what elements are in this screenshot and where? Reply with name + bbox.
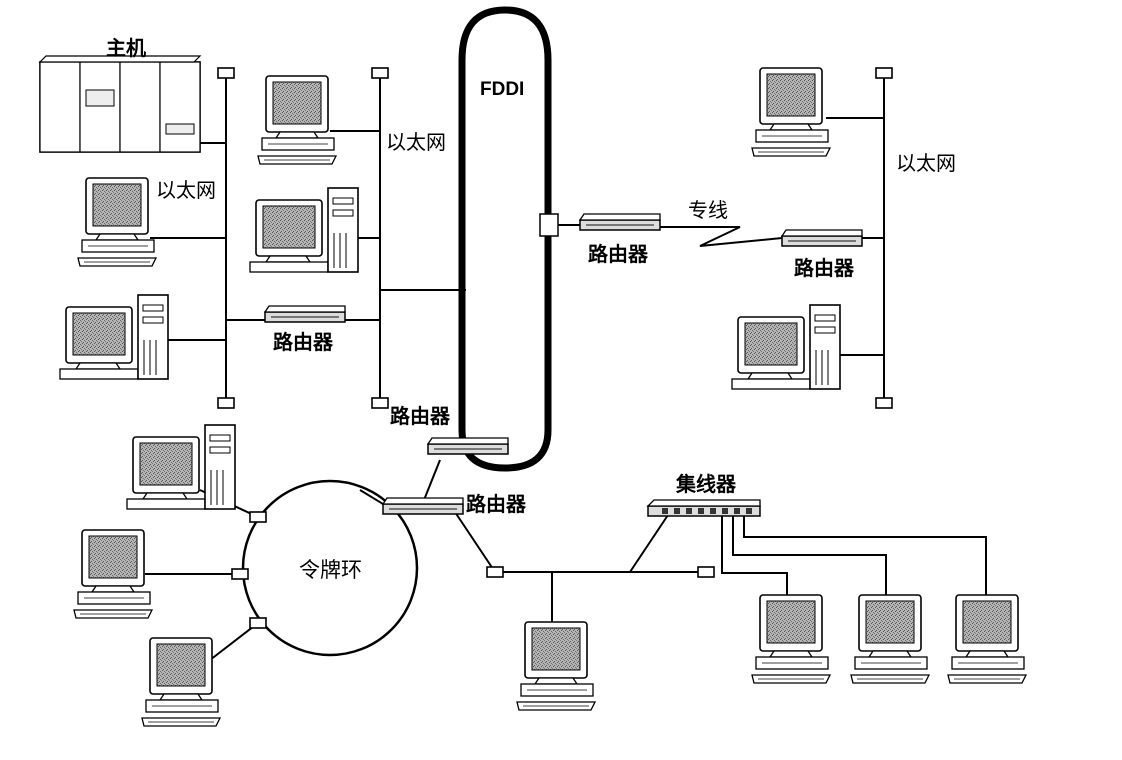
pc-ring-b — [73, 529, 153, 619]
router-remote — [781, 229, 863, 247]
label-router-fddi-bottom: 路由器 — [390, 404, 450, 428]
ws-bus3-b — [731, 304, 841, 390]
dedicated-line — [660, 226, 783, 247]
pc-lan — [516, 621, 596, 711]
label-ethernet-a: 以太网 — [156, 178, 216, 202]
pc-hub-c — [947, 594, 1027, 684]
pc-bus1-a — [77, 177, 157, 267]
router-fddi-right — [579, 213, 661, 231]
ws-bus2-b — [249, 187, 359, 273]
label-hub: 集线器 — [676, 472, 736, 496]
label-router-fddi-right: 路由器 — [588, 242, 648, 266]
router-left — [264, 305, 346, 323]
label-router-left: 路由器 — [273, 330, 333, 354]
label-mainframe: 主机 — [106, 36, 146, 60]
label-router-remote: 路由器 — [794, 256, 854, 280]
ws-ring-a — [126, 424, 236, 510]
router-fddi-bottom — [427, 437, 509, 455]
fddi-ring — [458, 6, 552, 472]
label-token-ring: 令牌环 — [299, 558, 362, 582]
label-ethernet-b: 以太网 — [386, 130, 446, 154]
pc-ring-c — [141, 637, 221, 727]
label-dedicated-line: 专线 — [688, 198, 728, 222]
hub — [646, 499, 761, 517]
ws-bus1-b — [59, 294, 169, 380]
pc-bus2-a — [257, 75, 337, 165]
fddi-connector — [539, 213, 559, 237]
pc-bus3-a — [751, 67, 831, 157]
label-fddi: FDDI — [480, 79, 525, 100]
mainframe — [38, 55, 202, 153]
label-router-ring: 路由器 — [466, 492, 526, 516]
label-ethernet-c: 以太网 — [896, 151, 956, 175]
token-ring — [241, 479, 419, 657]
router-ring — [382, 497, 464, 515]
pc-hub-b — [850, 594, 930, 684]
pc-hub-a — [751, 594, 831, 684]
